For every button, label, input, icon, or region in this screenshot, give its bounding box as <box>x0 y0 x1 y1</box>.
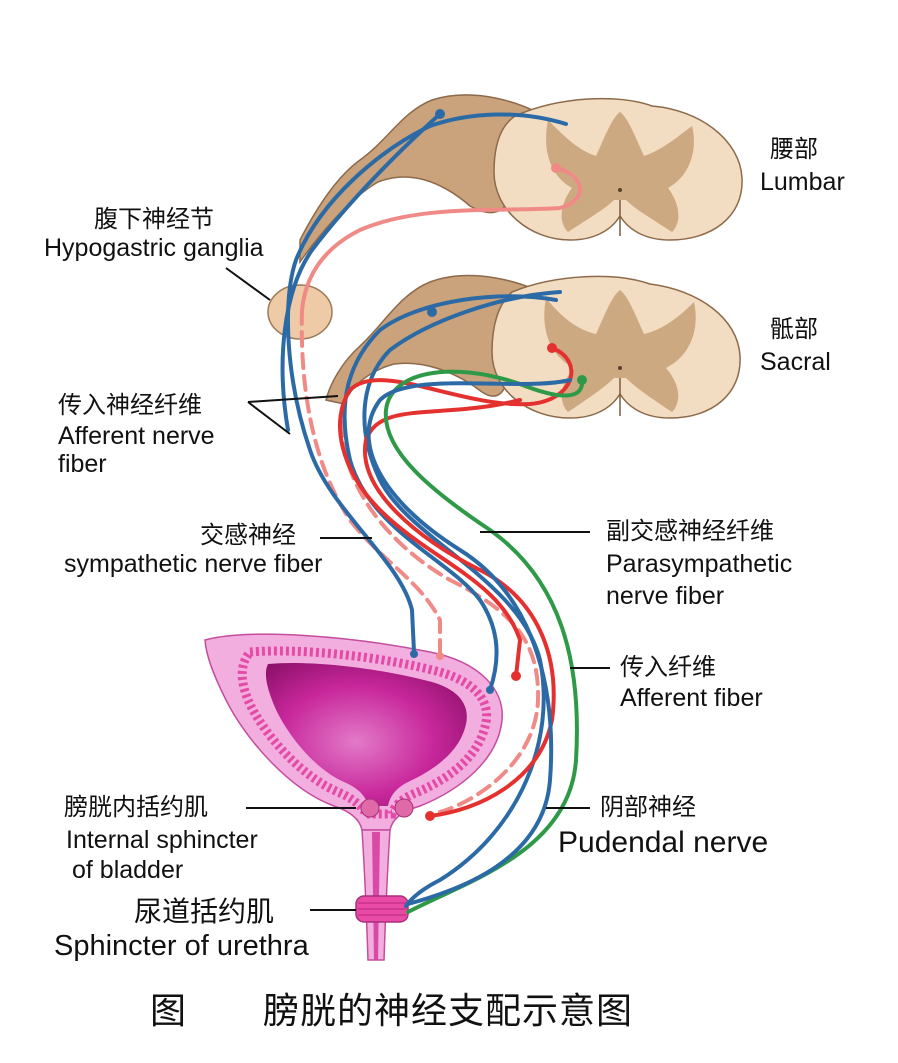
urethral-sphincter-label-zh: 尿道括约肌 <box>134 895 275 928</box>
parasympathetic-label-en-2: nerve fiber <box>606 582 725 610</box>
hypogastric-label-zh: 腹下神经节 <box>94 205 214 233</box>
hypogastric-label-en: Hypogastric ganglia <box>44 234 264 262</box>
parasympathetic-label-zh: 副交感神经纤维 <box>606 517 774 545</box>
pudendal-label-en: Pudendal nerve <box>558 826 769 859</box>
sympathetic-fiber <box>285 112 568 654</box>
sympathetic-fiber-2 <box>280 112 442 432</box>
afferent-dashed-fiber <box>299 308 442 656</box>
parasympathetic-label-en-1: Parasympathetic <box>606 550 793 578</box>
pudendal-label-zh: 阴部神经 <box>600 793 696 821</box>
afferent-nerve-label-en-1: Afferent nerve <box>58 422 215 450</box>
caption-prefix: 图 <box>150 991 188 1032</box>
internal-sphincter-label-en-1: Internal sphincter <box>66 826 258 854</box>
internal-sphincter <box>360 798 414 818</box>
lumbar-spinal-cord <box>299 94 743 265</box>
figure-caption: 图 膀胱的神经支配示意图 <box>150 982 633 1034</box>
internal-sphincter-label-zh: 膀胱内括约肌 <box>64 793 208 821</box>
bladder-lumen <box>265 662 467 806</box>
afferent-nerve-label-zh: 传入神经纤维 <box>58 391 202 419</box>
caption-title: 膀胱的神经支配示意图 <box>263 991 634 1032</box>
sacral-afferent-fiber-blue <box>342 294 558 692</box>
parasympathetic-fiber <box>338 346 574 678</box>
internal-sphincter-label-en-2: of bladder <box>72 856 184 884</box>
sympathetic-label-zh: 交感神经 <box>200 521 296 549</box>
sacral-label-zh: 骶部 <box>770 315 818 343</box>
nerve-fibers <box>280 109 587 914</box>
bladder <box>204 633 503 961</box>
lumbar-label-en: Lumbar <box>760 168 845 196</box>
sympathetic-label-en: sympathetic nerve fiber <box>64 550 323 578</box>
lumbar-nerve-root <box>299 94 562 265</box>
sacral-label-en: Sacral <box>760 348 831 376</box>
afferent-fiber-label-en: Afferent fiber <box>620 684 763 712</box>
urethral-sphincter-label-en: Sphincter of urethra <box>54 930 309 962</box>
bladder-rugae <box>237 646 492 819</box>
pudendal-blue-fiber <box>366 378 572 906</box>
lumbar-afferent-fiber <box>300 166 582 312</box>
lumbar-gray-matter <box>546 112 694 232</box>
lumbar-label-zh: 腰部 <box>770 135 818 163</box>
leader-lines <box>225 267 610 911</box>
parasympathetic-fiber-2 <box>362 398 556 818</box>
afferent-fiber-label-zh: 传入纤维 <box>620 653 716 681</box>
pudendal-fiber <box>383 369 585 914</box>
urethral-sphincter <box>355 895 409 923</box>
afferent-nerve-label-en-2: fiber <box>58 450 107 478</box>
